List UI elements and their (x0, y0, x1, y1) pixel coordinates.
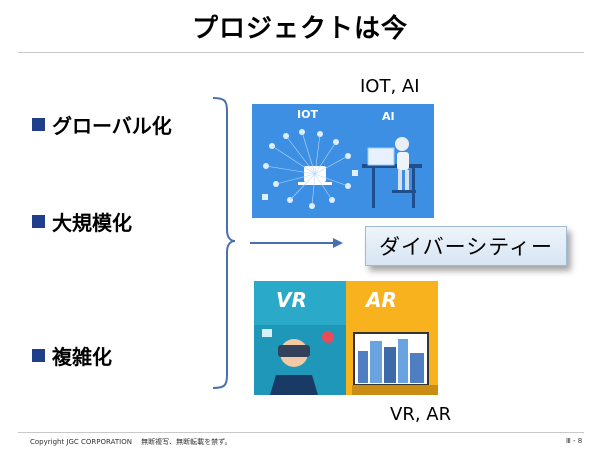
iot-ai-caption: IOT, AI (360, 76, 420, 97)
bullet-square-icon (32, 349, 45, 362)
footer-divider (18, 432, 584, 433)
vr-image-label: VR (276, 288, 307, 312)
vr-ar-illustration: VR AR (254, 281, 438, 395)
bullet-complexity: 複雑化 (32, 341, 112, 370)
ar-image-label: AR (364, 288, 397, 312)
right-brace-icon (212, 97, 236, 389)
bullet-globalization: グローバル化 (32, 110, 172, 139)
slide-title: プロジェクトは今 (191, 14, 408, 44)
bullet-label: グローバル化 (52, 114, 172, 138)
bullet-label: 複雑化 (52, 345, 112, 369)
vr-ar-caption: VR, AR (390, 404, 452, 425)
ar-city-icon (352, 332, 438, 395)
iot-image-label: IOT (297, 108, 318, 121)
brace-arrow-graphic (212, 97, 343, 389)
bullet-square-icon (32, 215, 45, 228)
title-divider (18, 52, 584, 53)
ai-image-label: AI (382, 110, 395, 123)
page-number: Ⅲ - 8 (566, 437, 583, 445)
diversity-result-box: ダイバーシティー (365, 226, 567, 266)
arrow-head-icon (333, 238, 343, 248)
bullet-label: 大規模化 (52, 211, 132, 235)
footer-copyright: Copyright JGC CORPORATION 無断複写、無断転載を禁ず。 (30, 438, 232, 446)
iot-icon-cloud (262, 129, 358, 209)
vr-person-icon (254, 325, 346, 395)
bullet-square-icon (32, 118, 45, 131)
iot-ai-illustration: IOT AI (252, 104, 434, 218)
iot-network-lines (265, 131, 349, 207)
bullet-scale: 大規模化 (32, 207, 132, 236)
robot-icon (362, 137, 422, 208)
